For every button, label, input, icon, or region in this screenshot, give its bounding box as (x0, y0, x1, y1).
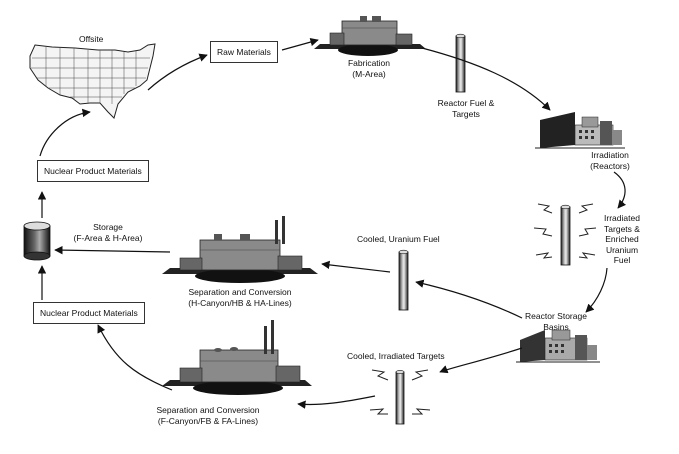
sep-h-area: (H-Canyon/HB & HA-Lines) (188, 297, 292, 308)
sep-f-area: (F-Canyon/FB & FA-Lines) (157, 415, 259, 426)
sep-h-title: Separation and Conversion (188, 287, 292, 297)
irradiated-line-5: Fuel (613, 255, 631, 265)
cooled-irradiated-rod-icon (369, 369, 431, 425)
f-canyon-building-icon (162, 320, 312, 395)
irradiated-rod-icon (533, 203, 597, 266)
irradiated-line-3: Enriched (605, 234, 639, 244)
cooled-uranium-rod-icon (398, 249, 409, 311)
us-map-icon (29, 43, 156, 119)
storage-title: Storage (93, 222, 123, 232)
storage-basin-building-icon (516, 329, 600, 363)
reactor-storage-line-2: Basins (543, 321, 569, 332)
nuclear-product-lower-box: Nuclear Product Materials (33, 302, 145, 324)
fabrication-label: Fabrication (M-Area) (330, 58, 408, 79)
irradiation-area: (Reactors) (590, 160, 630, 171)
reactor-storage-line-1: Reactor Storage (525, 311, 587, 321)
storage-drum-icon (23, 221, 51, 261)
sep-h-label: Separation and Conversion (H-Canyon/HB &… (178, 287, 302, 308)
irradiated-line-2: Targets & (604, 223, 640, 234)
fabrication-title: Fabrication (347, 58, 391, 68)
cooled-irradiated-label: Cooled, Irradiated Targets (347, 351, 445, 361)
raw-materials-box: Raw Materials (210, 41, 278, 63)
nuclear-product-upper-box: Nuclear Product Materials (37, 160, 149, 182)
storage-label: Storage (F-Area & H-Area) (58, 222, 158, 243)
irradiation-title: Irradiation (591, 150, 629, 160)
fuel-rod-icon (455, 33, 466, 93)
offsite-label: Offsite (79, 34, 104, 44)
reactor-fuel-label: Reactor Fuel & Targets (426, 98, 506, 119)
fabrication-building-icon (314, 16, 426, 56)
irradiated-line-1: Irradiated (604, 213, 640, 223)
reactor-fuel-line-2: Targets (452, 108, 480, 119)
storage-area: (F-Area & H-Area) (73, 232, 143, 243)
reactor-storage-label: Reactor Storage Basins (515, 311, 597, 332)
h-canyon-building-icon (162, 216, 318, 283)
cooled-uranium-label: Cooled, Uranium Fuel (357, 234, 440, 244)
flow-arrows (37, 37, 627, 409)
irradiation-label: Irradiation (Reactors) (575, 150, 645, 171)
reactor-building-icon (535, 112, 625, 149)
sep-f-title: Separation and Conversion (156, 405, 260, 415)
irradiated-targets-label: Irradiated Targets & Enriched Uranium Fu… (594, 213, 650, 266)
fabrication-area: (M-Area) (352, 68, 386, 79)
sep-f-label: Separation and Conversion (F-Canyon/FB &… (146, 405, 270, 426)
reactor-fuel-line-1: Reactor Fuel & (437, 98, 495, 108)
irradiated-line-4: Uranium (605, 244, 639, 255)
